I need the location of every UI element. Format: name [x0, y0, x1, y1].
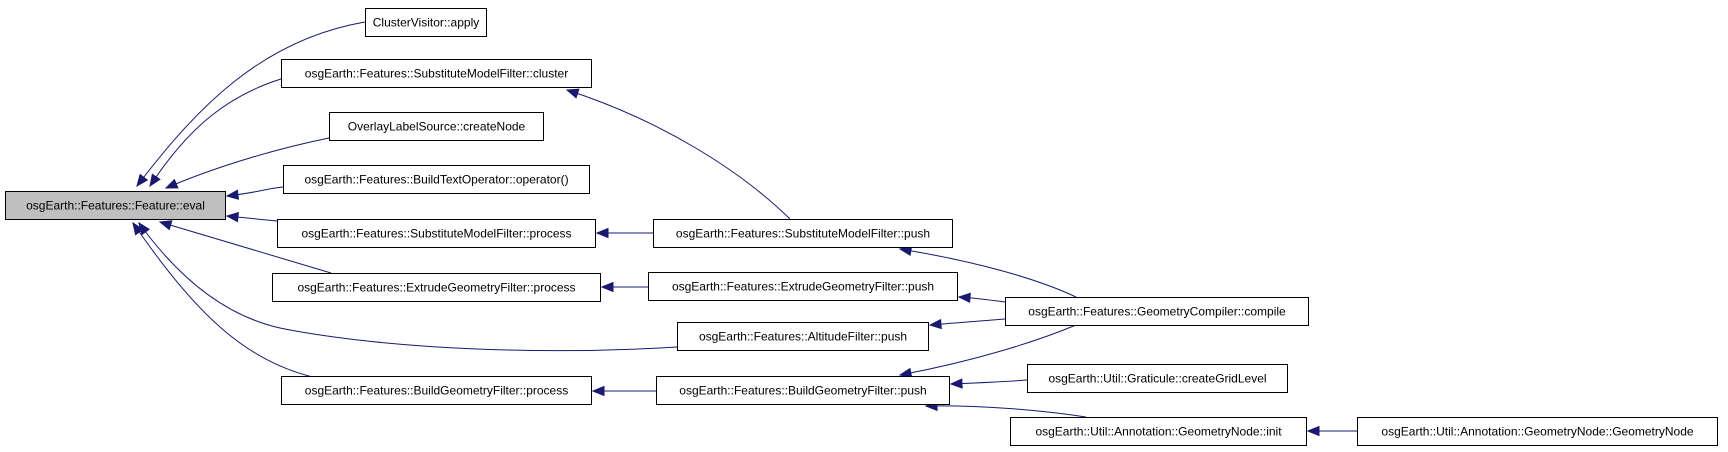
edge-line [149, 78, 282, 187]
node-label: osgEarth::Features::BuildGeometryFilter:… [305, 384, 568, 398]
node-bgf-process[interactable]: osgEarth::Features::BuildGeometryFilter:… [281, 376, 592, 405]
edge-arrowhead [164, 178, 179, 189]
node-egf-process[interactable]: osgEarth::Features::ExtrudeGeometryFilte… [272, 273, 601, 302]
node-box[interactable] [277, 219, 596, 248]
edge-arrowhead [957, 292, 971, 304]
node-box[interactable] [656, 376, 950, 405]
edge-gc_compile-to-af_push [928, 318, 1006, 330]
node-label: OverlayLabelSource::createNode [348, 120, 526, 134]
node-box[interactable] [1010, 417, 1307, 446]
edge-gn_ctor-to-gn_init [1306, 425, 1357, 437]
edge-arrowhead [149, 173, 161, 188]
edge-arrowhead [136, 173, 149, 188]
node-box[interactable] [648, 272, 958, 301]
edge-egf_process-to-eval [158, 220, 332, 274]
edge-arrowhead [591, 385, 605, 397]
edge-smf_push-to-smf_cluster [565, 88, 791, 220]
edge-arrowhead [928, 318, 942, 330]
edge-line [136, 21, 366, 187]
node-box[interactable] [272, 273, 601, 302]
edge-arrowhead [600, 281, 614, 293]
edge-arrowhead [132, 221, 144, 236]
edge-gc_compile-to-egf_push [957, 292, 1006, 304]
node-bto-operator[interactable]: osgEarth::Features::BuildTextOperator::o… [283, 165, 590, 194]
node-label: osgEarth::Features::ExtrudeGeometryFilte… [297, 281, 575, 295]
edge-line [899, 248, 1077, 298]
node-box[interactable] [283, 165, 590, 194]
node-box[interactable] [1027, 364, 1288, 393]
edge-line [925, 405, 1087, 418]
node-label: osgEarth::Features::BuildTextOperator::o… [304, 173, 568, 187]
edge-line [132, 222, 327, 381]
edge-arrowhead [1306, 425, 1320, 437]
node-grat-creategrid[interactable]: osgEarth::Util::Graticule::createGridLev… [1027, 364, 1288, 393]
edge-arrowhead [949, 378, 963, 389]
edges-layer [132, 21, 1357, 437]
node-box[interactable] [281, 376, 592, 405]
edge-arrowhead [158, 220, 173, 231]
node-box[interactable] [1005, 297, 1309, 326]
node-egf-push[interactable]: osgEarth::Features::ExtrudeGeometryFilte… [648, 272, 958, 301]
edge-smf_push-to-smf_process [595, 227, 653, 239]
node-ols-createnode[interactable]: OverlayLabelSource::createNode [329, 112, 544, 141]
node-label: osgEarth::Features::SubstituteModelFilte… [301, 227, 571, 241]
edge-bto_operator-to-eval [225, 186, 284, 200]
node-box[interactable] [329, 112, 544, 141]
node-label: osgEarth::Util::Annotation::GeometryNode… [1381, 425, 1693, 439]
node-label: osgEarth::Features::ExtrudeGeometryFilte… [672, 280, 934, 294]
node-box[interactable] [653, 219, 953, 248]
edge-line [899, 324, 1077, 376]
edge-line [159, 221, 332, 274]
edge-arrowhead [225, 189, 240, 200]
edge-arrowhead [595, 227, 609, 239]
node-gn-init[interactable]: osgEarth::Util::Annotation::GeometryNode… [1010, 417, 1307, 446]
edge-ols_createnode-to-eval [164, 137, 330, 189]
edge-line [138, 222, 678, 352]
node-eval[interactable]: osgEarth::Features::Feature::eval [5, 191, 226, 220]
node-box[interactable] [677, 322, 929, 351]
edge-grat_creategrid-to-bgf_push [949, 378, 1028, 389]
edge-gc_compile-to-bgf_push [898, 324, 1077, 379]
node-bgf-push[interactable]: osgEarth::Features::BuildGeometryFilter:… [656, 376, 950, 405]
node-label: osgEarth::Features::AltitudeFilter::push [699, 330, 907, 344]
node-box[interactable] [5, 191, 226, 220]
node-box[interactable] [1357, 417, 1718, 446]
edge-bgf_process-to-eval [132, 221, 327, 381]
node-cluster-apply[interactable]: ClusterVisitor::apply [365, 8, 487, 37]
node-label: ClusterVisitor::apply [373, 16, 480, 30]
edge-line [165, 137, 330, 189]
node-smf-cluster[interactable]: osgEarth::Features::SubstituteModelFilte… [281, 59, 592, 88]
node-label: osgEarth::Features::BuildGeometryFilter:… [679, 384, 926, 398]
node-label: osgEarth::Features::SubstituteModelFilte… [305, 67, 568, 81]
node-label: osgEarth::Util::Graticule::createGridLev… [1048, 372, 1266, 386]
node-af-push[interactable]: osgEarth::Features::AltitudeFilter::push [677, 322, 929, 351]
node-box[interactable] [281, 59, 592, 88]
edge-smf_cluster-to-eval [149, 78, 282, 188]
edge-arrowhead [565, 88, 580, 99]
edge-cluster_apply-to-eval [136, 21, 366, 188]
edge-line [566, 89, 791, 220]
edge-bgf_push-to-bgf_process [591, 385, 656, 397]
node-label: osgEarth::Features::SubstituteModelFilte… [676, 227, 930, 241]
node-smf-process[interactable]: osgEarth::Features::SubstituteModelFilte… [277, 219, 596, 248]
edge-egf_push-to-egf_process [600, 281, 648, 293]
edge-arrowhead [225, 211, 239, 223]
node-label: osgEarth::Features::GeometryCompiler::co… [1028, 305, 1286, 319]
edge-smf_process-to-eval [225, 211, 278, 223]
node-gc-compile[interactable]: osgEarth::Features::GeometryCompiler::co… [1005, 297, 1309, 326]
node-label: osgEarth::Features::Feature::eval [26, 199, 205, 213]
nodes-layer: osgEarth::Features::Feature::eval Cluster… [5, 8, 1718, 446]
node-box[interactable] [365, 8, 487, 37]
node-label: osgEarth::Util::Annotation::GeometryNode… [1035, 425, 1282, 439]
node-smf-push[interactable]: osgEarth::Features::SubstituteModelFilte… [653, 219, 953, 248]
node-gn-ctor[interactable]: osgEarth::Util::Annotation::GeometryNode… [1357, 417, 1718, 446]
